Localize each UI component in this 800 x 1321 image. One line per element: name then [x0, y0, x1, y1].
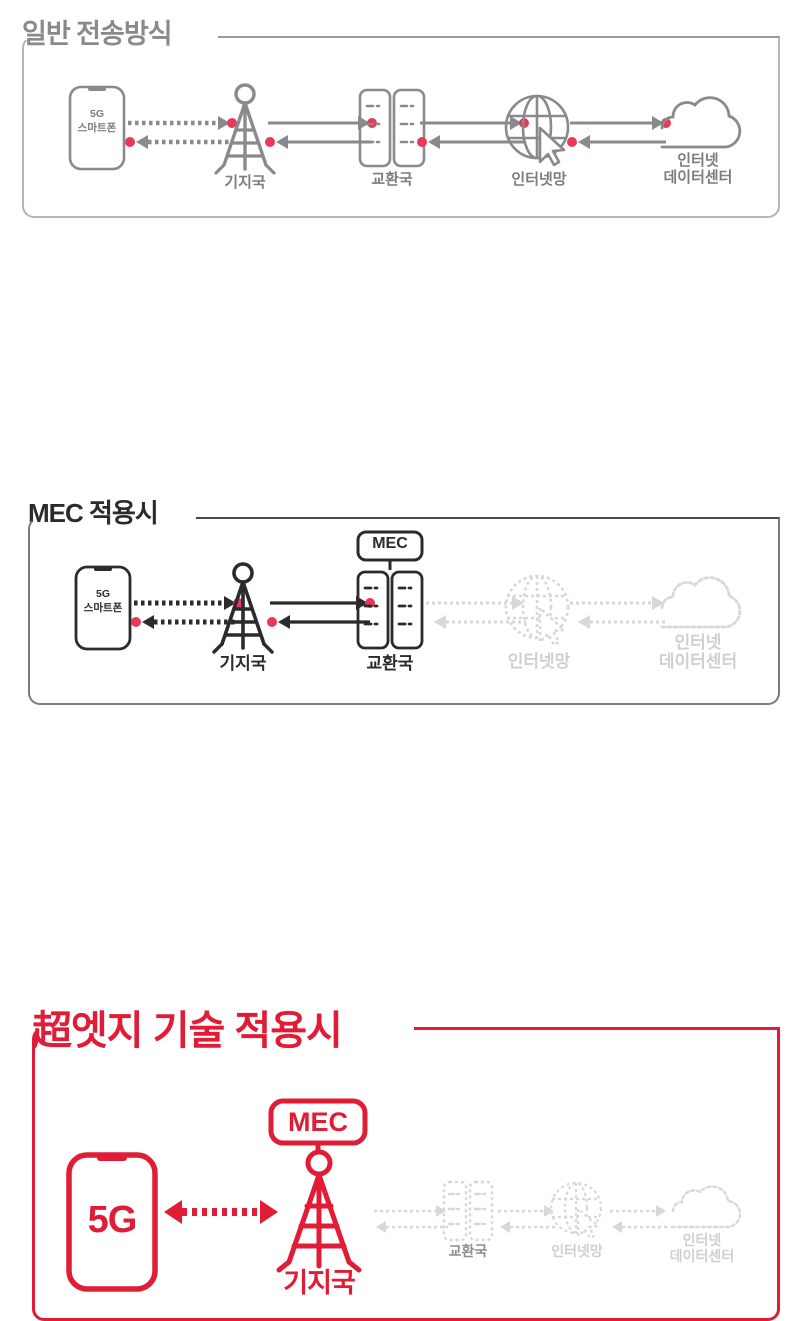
phone-icon	[74, 565, 132, 651]
node-label-smartphone: 5G 스마트폰	[83, 588, 123, 614]
mec-badge-mec-section[interactable]: MEC	[356, 530, 424, 572]
tower-icon	[276, 1149, 362, 1273]
mec-badge-ultra-edge[interactable]: MEC	[268, 1098, 368, 1154]
node-dot	[227, 118, 237, 128]
server-icon	[356, 570, 424, 650]
node-switching-center-mec[interactable]: 교환국	[356, 570, 424, 673]
server-icon	[442, 1180, 494, 1242]
link-switching-internet-mec	[424, 592, 528, 636]
tower-icon	[214, 83, 276, 175]
node-base-station-mec[interactable]: 기지국	[210, 562, 276, 673]
node-internet-network-mec[interactable]: 인터넷망	[500, 572, 578, 671]
cloud-icon	[670, 1185, 742, 1229]
node-dot	[265, 137, 275, 147]
node-label-internet-network: 인터넷망	[511, 171, 567, 188]
node-label-internet-network: 인터넷망	[507, 652, 571, 671]
node-dot	[125, 137, 135, 147]
link-smartphone-base-station-normal	[125, 112, 238, 156]
node-internet-data-center-ultra-edge[interactable]: 인터넷 데이터센터	[660, 1184, 744, 1264]
node-label-base-station: 기지국	[224, 174, 266, 191]
link-internet-datacenter-mec	[568, 592, 668, 636]
node-dot	[567, 137, 577, 147]
mec-badge-label: MEC	[288, 1107, 348, 1137]
mec-badge-icon	[356, 530, 424, 570]
section-normal-transmission: 일반 전송방식 5G 스마트폰 기지국	[0, 0, 800, 240]
node-dot	[131, 617, 141, 627]
node-switching-center-ultra-edge[interactable]: 교환국	[442, 1180, 494, 1259]
node-label-smartphone: 5G 스마트폰	[77, 108, 117, 134]
node-internet-network-ultra-edge[interactable]: 인터넷망	[546, 1180, 608, 1259]
phone-icon	[68, 85, 126, 171]
node-internet-network-normal[interactable]: 인터넷망	[500, 92, 578, 188]
mec-badge-label: MEC	[372, 535, 408, 552]
tower-icon	[212, 562, 274, 654]
server-icon	[358, 88, 426, 168]
node-dot	[417, 137, 427, 147]
node-switching-center-normal[interactable]: 교환국	[358, 88, 426, 188]
title-rule-normal	[218, 36, 780, 38]
link-internet-datacenter-normal	[567, 112, 671, 156]
node-label-switching-center: 교환국	[366, 654, 414, 673]
node-smartphone-mec[interactable]: 5G 스마트폰	[74, 565, 132, 651]
panel-mec	[28, 517, 780, 705]
node-smartphone-normal[interactable]: 5G 스마트폰	[68, 85, 126, 171]
panel-normal	[22, 36, 780, 218]
node-label-switching-center: 교환국	[371, 171, 413, 188]
globe-cursor-icon	[549, 1181, 603, 1240]
section-mec: MEC 적용시 5G 스마트폰 기지국	[0, 240, 800, 705]
section-ultra-edge: 超엣지 기술 적용시 5G MEC 기지국	[0, 490, 800, 1321]
node-smartphone-ultra-edge[interactable]: 5G	[66, 1152, 158, 1292]
node-base-station-ultra-edge[interactable]: 기지국	[275, 1149, 363, 1298]
section-title-mec: MEC 적용시	[28, 498, 159, 528]
node-label-internet-data-center: 인터넷 데이터센터	[663, 152, 733, 186]
node-base-station-normal[interactable]: 기지국	[212, 83, 278, 191]
node-internet-data-center-mec[interactable]: 인터넷 데이터센터	[648, 575, 748, 671]
node-label-base-station: 기지국	[283, 1268, 356, 1298]
node-label-internet-data-center: 인터넷 데이터센터	[669, 1232, 735, 1265]
cloud-icon	[660, 576, 742, 629]
globe-cursor-icon	[504, 574, 570, 647]
globe-cursor-icon	[504, 94, 570, 167]
node-label-base-station: 기지국	[219, 654, 267, 673]
cloud-icon	[660, 96, 742, 149]
link-base-station-switching-ultra-edge	[372, 1202, 450, 1238]
link-smartphone-base-station-ultra-edge	[160, 1196, 282, 1228]
node-label-smartphone: 5G	[87, 1199, 138, 1241]
section-title-normal: 일반 전송방식	[22, 19, 173, 49]
link-smartphone-base-station-mec	[131, 592, 244, 636]
node-dot	[267, 617, 277, 627]
node-internet-data-center-normal[interactable]: 인터넷 데이터센터	[648, 95, 748, 186]
title-rule-mec	[196, 517, 780, 519]
node-label-internet-data-center: 인터넷 데이터센터	[658, 633, 738, 672]
